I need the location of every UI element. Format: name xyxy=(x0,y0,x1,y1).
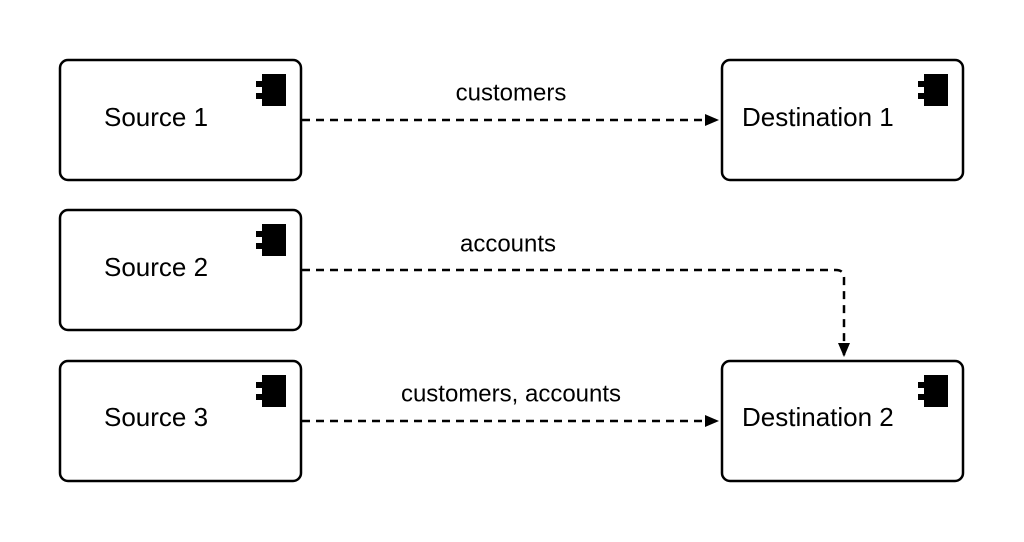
edge-source2-destination2[interactable]: accounts xyxy=(302,230,850,357)
node-box xyxy=(58,58,303,182)
edge-source1-destination1[interactable]: customers xyxy=(302,79,719,126)
node-label: Source 3 xyxy=(104,402,208,432)
node-source-3[interactable]: Source 3 xyxy=(58,359,303,483)
node-box xyxy=(720,58,965,182)
edge-label: customers xyxy=(456,79,567,106)
node-label: Destination 2 xyxy=(742,402,894,432)
node-source-2[interactable]: Source 2 xyxy=(58,208,303,332)
node-label: Destination 1 xyxy=(742,102,894,132)
edge-label: customers, accounts xyxy=(401,380,621,407)
node-destination-2[interactable]: Destination 2 xyxy=(720,359,965,483)
edge-line xyxy=(302,268,850,357)
node-source-1[interactable]: Source 1 xyxy=(58,58,303,182)
node-label: Source 2 xyxy=(104,252,208,282)
edge-source3-destination2[interactable]: customers, accounts xyxy=(302,380,719,427)
node-label: Source 1 xyxy=(104,102,208,132)
node-box xyxy=(720,359,965,483)
node-box xyxy=(58,208,303,332)
node-box xyxy=(58,359,303,483)
node-destination-1[interactable]: Destination 1 xyxy=(720,58,965,182)
edge-label: accounts xyxy=(460,230,556,257)
